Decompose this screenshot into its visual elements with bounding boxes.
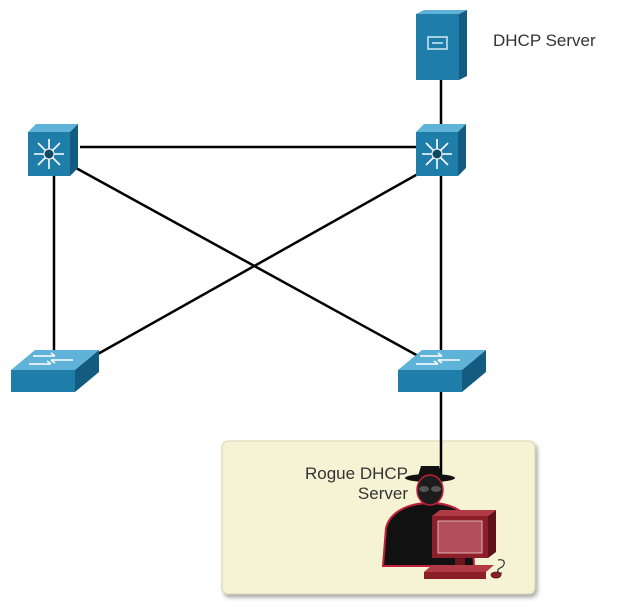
access-switch-icon[interactable] bbox=[11, 350, 99, 392]
rogue-label-line1: Rogue DHCP bbox=[305, 464, 408, 483]
access-switch-icon[interactable] bbox=[398, 350, 486, 392]
multilayer-switch-icon[interactable] bbox=[416, 124, 466, 176]
dhcp-server-label: DHCP Server bbox=[493, 31, 596, 50]
link-coreright-accessleft bbox=[95, 168, 426, 357]
multilayer-switch-icon[interactable] bbox=[28, 124, 78, 176]
rogue-dhcp-server-label: Rogue DHCP Server bbox=[270, 464, 408, 504]
rogue-pc-icon[interactable] bbox=[424, 510, 505, 579]
link-coreleft-accessright bbox=[75, 166, 421, 359]
links bbox=[52, 80, 443, 490]
dhcp-server-icon[interactable] bbox=[416, 10, 467, 80]
rogue-label-line2: Server bbox=[357, 484, 408, 503]
